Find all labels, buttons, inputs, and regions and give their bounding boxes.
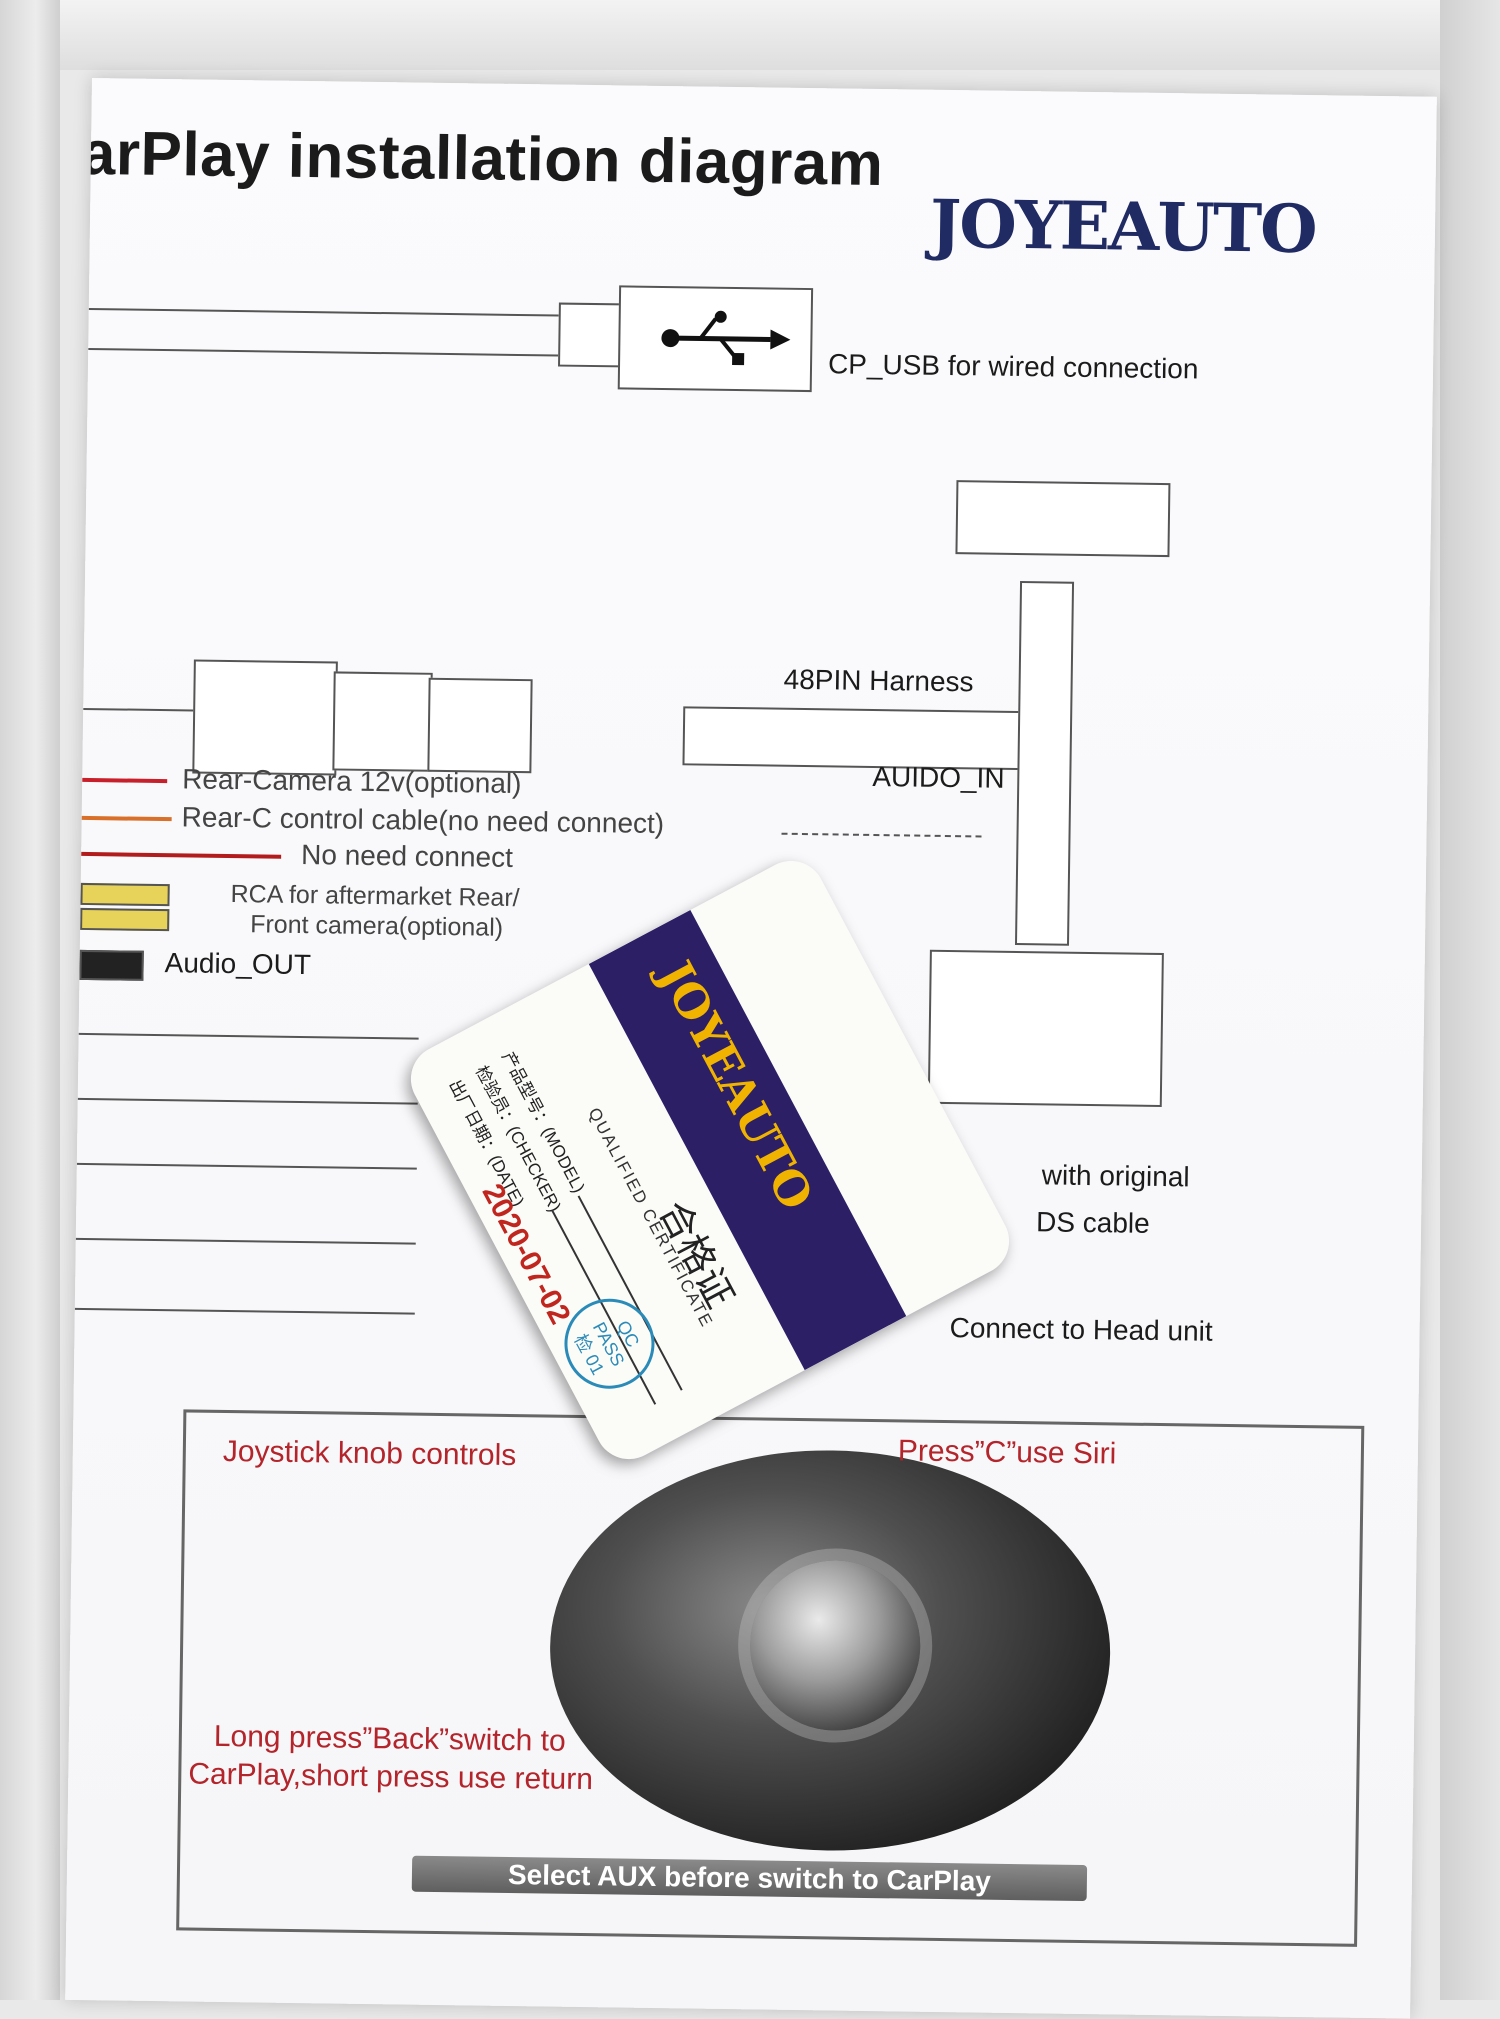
usb-wire-top <box>88 307 559 317</box>
long-press-label-2: CarPlay,short press use return <box>188 1757 594 1797</box>
brand-logo-text: JOYEAUTO <box>929 184 1317 269</box>
usb-wire-bottom <box>88 347 559 357</box>
no-need-label: No need connect <box>300 838 514 873</box>
with-original-label: with original <box>1041 1159 1190 1193</box>
usb-connector <box>617 285 814 393</box>
audio-out-label: Audio_OUT <box>164 947 312 981</box>
rca-plug-top <box>80 882 170 907</box>
rear-c-label: Rear-C control cable(no need connect) <box>181 801 665 840</box>
harness-label: 48PIN Harness <box>783 663 974 698</box>
harness-sleeve <box>682 706 1023 771</box>
lower-cable-4 <box>75 1237 416 1245</box>
rca-plug-bottom <box>80 907 170 932</box>
box-right-edge <box>1440 0 1500 2000</box>
usb-icon <box>661 310 791 366</box>
audio-in-label: AUIDO_IN <box>872 760 1005 794</box>
rear-camera-wire <box>82 777 168 784</box>
lower-cable-2 <box>77 1097 418 1105</box>
rear-camera-label: Rear-Camera 12v(optional) <box>182 763 522 800</box>
long-press-label-1: Long press”Back”switch to <box>213 1719 566 1758</box>
audio-out-jack <box>79 949 144 981</box>
joystick-label: Joystick knob controls <box>222 1434 517 1473</box>
no-need-wire <box>81 851 282 859</box>
inline-module <box>427 677 533 774</box>
usb-ferrule <box>558 302 623 368</box>
usb-label: CP_USB for wired connection <box>827 348 1199 385</box>
top-vehicle-plug <box>955 480 1171 558</box>
lower-cable-5 <box>74 1307 415 1315</box>
left-plug <box>192 659 338 776</box>
left-plug-body <box>332 671 433 772</box>
rca-label-line2: Front camera(optional) <box>250 910 504 942</box>
brand-logo: JOYEAUTO <box>930 185 1317 268</box>
connect-head-label: Connect to Head unit <box>949 1312 1213 1347</box>
box-left-edge <box>0 0 60 2000</box>
joystick-knob <box>749 1559 922 1732</box>
ds-cable-label: DS cable <box>1035 1206 1150 1239</box>
rca-label-line1: RCA for aftermarket Rear/ <box>230 880 520 913</box>
lower-cable-3 <box>76 1162 417 1170</box>
press-c-label: Press”C”use Siri <box>897 1434 1117 1471</box>
page-title: arPlay installation diagram <box>80 118 884 200</box>
instruction-sheet: arPlay installation diagram JOYEAUTO CP_… <box>65 78 1437 2019</box>
harness-trunk <box>1014 581 1075 946</box>
rear-c-wire <box>81 815 172 822</box>
box-lid-edge <box>0 0 1500 70</box>
lower-cable-1 <box>78 1032 419 1040</box>
harness-wire-left <box>83 707 194 712</box>
